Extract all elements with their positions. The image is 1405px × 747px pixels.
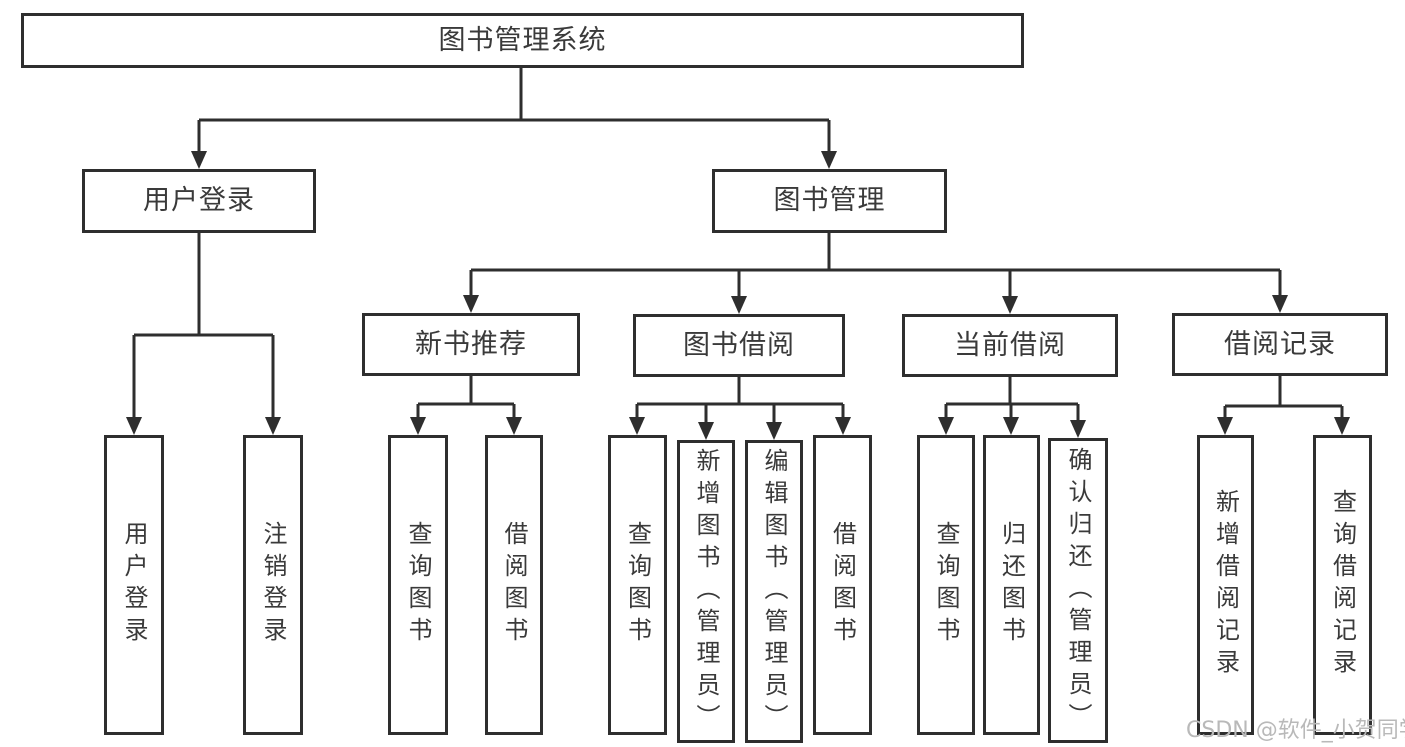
leaf-borrow-books-recommend: 借阅图书 xyxy=(485,435,543,735)
node-new-book-recommendation: 新书推荐 xyxy=(362,313,580,376)
leaf-logout: 注销登录 xyxy=(243,435,303,735)
node-book-borrowing: 图书借阅 xyxy=(633,314,845,377)
connector-paths xyxy=(132,68,1344,428)
leaf-borrow-books: 借阅图书 xyxy=(813,435,872,735)
leaf-query-borrow-record: 查询借阅记录 xyxy=(1313,435,1372,735)
leaf-user-login: 用户登录 xyxy=(104,435,164,735)
node-current-borrowing: 当前借阅 xyxy=(902,314,1118,377)
node-library-management-system: 图书管理系统 xyxy=(21,13,1024,68)
leaf-add-books-admin: 新增图书（管理员） xyxy=(677,440,735,743)
leaf-return-books: 归还图书 xyxy=(983,435,1040,735)
leaf-confirm-return-admin: 确认归还（管理员） xyxy=(1048,438,1108,743)
node-borrowing-records: 借阅记录 xyxy=(1172,313,1388,376)
leaf-add-borrow-record: 新增借阅记录 xyxy=(1197,435,1254,735)
arrowheads xyxy=(126,151,1350,440)
leaf-query-books-borrow: 查询图书 xyxy=(608,435,667,735)
node-book-management: 图书管理 xyxy=(712,169,947,233)
leaf-query-books-recommend: 查询图书 xyxy=(388,435,448,735)
leaf-query-books-current: 查询图书 xyxy=(917,435,975,735)
leaf-edit-books-admin: 编辑图书（管理员） xyxy=(745,440,803,743)
node-user-login: 用户登录 xyxy=(82,169,316,233)
csdn-watermark: CSDN @软件_小贺同学 xyxy=(1186,718,1405,743)
